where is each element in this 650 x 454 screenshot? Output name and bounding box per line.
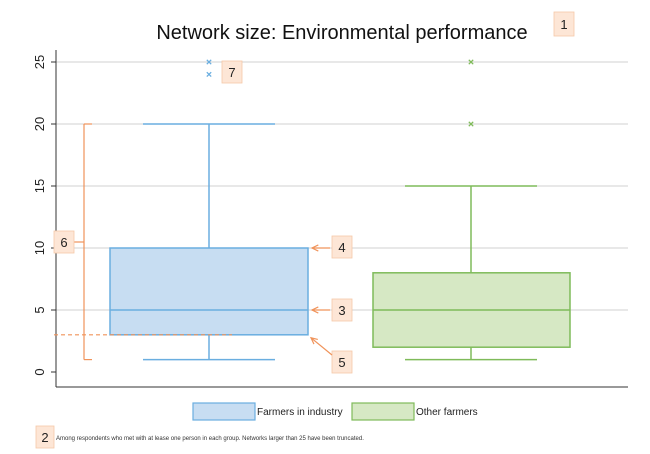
legend-item: Farmers in industry [192, 402, 343, 421]
outlier-stroke [206, 71, 212, 78]
outlier-marker [468, 121, 474, 127]
y-tick-label: 5 [32, 306, 47, 313]
legend-label: Farmers in industry [257, 407, 343, 418]
badge-label: 2 [41, 430, 48, 445]
legend: Farmers in industry Other farmers [192, 402, 478, 421]
badge-box [331, 298, 353, 322]
y-tick-label: 10 [32, 241, 47, 255]
arrow-head [310, 244, 319, 252]
outlier-marker [468, 59, 474, 65]
boxes [109, 59, 571, 361]
arrow-head [309, 336, 318, 345]
footnote: Among respondents who met with at lease … [56, 436, 364, 442]
legend-swatch [192, 402, 256, 421]
badge-box [221, 60, 243, 84]
arrow-shaft [310, 337, 333, 356]
annotation-4-arrow [310, 244, 330, 252]
badge-box [331, 350, 353, 374]
y-tick-label: 0 [32, 368, 47, 375]
legend-label: Other farmers [416, 407, 478, 418]
badge-box [553, 11, 575, 37]
badge-box [53, 230, 75, 254]
range-bracket [74, 123, 92, 361]
badge-label: 7 [228, 65, 235, 80]
annotation-3-arrow [310, 306, 330, 314]
badge-label: 5 [338, 355, 345, 370]
outlier-stroke [468, 121, 474, 127]
y-axis: 0 5 10 15 20 25 [32, 50, 628, 388]
annotation-2-badge: 2 [35, 425, 55, 449]
annotation-4-badge: 4 [331, 235, 353, 259]
badge-label: 1 [560, 17, 567, 32]
y-tick-label: 20 [32, 117, 47, 131]
y-tick-label: 25 [32, 55, 47, 69]
badge-label: 3 [338, 303, 345, 318]
annotation-3-badge: 3 [331, 298, 353, 322]
box-other-farmers [372, 59, 571, 361]
badge-label: 4 [338, 240, 345, 255]
arrow-head [310, 306, 319, 314]
annotation-5-badge: 5 [331, 350, 353, 374]
annotation-7-badge: 7 [221, 60, 243, 84]
badge-box [35, 425, 55, 449]
annotation-6-badge: 6 [53, 230, 75, 254]
annotation-1-badge: 1 [553, 11, 575, 37]
outlier-marker [206, 59, 212, 65]
legend-swatch [351, 402, 415, 421]
annotation-5-arrow [309, 336, 333, 356]
annotations: 1 2 3 4 5 6 7 [35, 11, 575, 449]
iqr-box [109, 247, 309, 336]
box-farmers-in-industry [109, 59, 309, 361]
y-tick-label: 15 [32, 179, 47, 193]
chart-title: Network size: Environmental performance [156, 22, 527, 44]
outlier-stroke [206, 59, 212, 65]
badge-label: 6 [60, 235, 67, 250]
outlier-marker [206, 71, 212, 78]
badge-box [331, 235, 353, 259]
legend-item: Other farmers [351, 402, 478, 421]
outlier-stroke [468, 59, 474, 65]
